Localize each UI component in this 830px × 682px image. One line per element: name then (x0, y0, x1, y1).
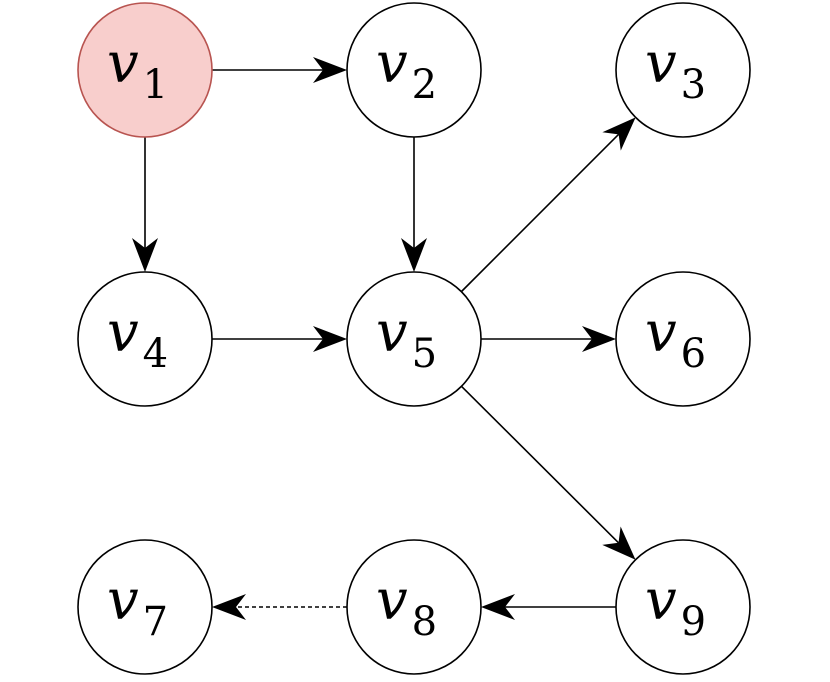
node-circle (77, 539, 213, 675)
node-variable: v (376, 31, 408, 96)
arrowhead-icon (313, 326, 347, 352)
arrowhead-icon (401, 238, 427, 272)
edge-v8-v7 (212, 594, 347, 620)
edge-line (460, 385, 620, 544)
node-variable: v (376, 300, 408, 365)
edge-v5-v3 (460, 117, 636, 293)
edge-v1-v4 (132, 137, 158, 272)
edge-v9-v8 (481, 594, 616, 620)
node-subscript: 1 (143, 62, 168, 108)
node-circle (615, 2, 751, 138)
node-circle (346, 2, 482, 138)
node-variable: v (107, 31, 139, 96)
arrowhead-icon (602, 526, 636, 560)
arrowhead-icon (582, 326, 616, 352)
node-circle (77, 2, 213, 138)
node-variable: v (376, 568, 408, 633)
node-circle (77, 271, 213, 407)
edge-v1-v2 (212, 57, 347, 83)
edge-v2-v5 (401, 137, 427, 272)
edge-v4-v5 (212, 326, 347, 352)
node-subscript: 2 (412, 62, 437, 108)
arrowhead-icon (212, 594, 246, 620)
node-subscript: 5 (412, 331, 437, 377)
node-subscript: 8 (412, 599, 437, 645)
node-circle (615, 539, 751, 675)
node-circle (346, 539, 482, 675)
node-variable: v (645, 568, 677, 633)
arrowhead-icon (132, 238, 158, 272)
node-variable: v (645, 300, 677, 365)
node-circle (346, 271, 482, 407)
edges-layer (132, 57, 636, 620)
node-circle (615, 271, 751, 407)
node-subscript: 9 (681, 599, 706, 645)
node-variable: v (107, 300, 139, 365)
edge-v5-v9 (460, 385, 636, 560)
arrowhead-icon (602, 117, 636, 151)
edge-v5-v6 (481, 326, 616, 352)
arrowhead-icon (313, 57, 347, 83)
node-subscript: 6 (681, 331, 706, 377)
edge-line (460, 133, 620, 293)
node-subscript: 7 (143, 599, 168, 645)
arrowhead-icon (481, 594, 515, 620)
node-variable: v (645, 31, 677, 96)
node-variable: v (107, 568, 139, 633)
node-subscript: 3 (681, 62, 706, 108)
node-subscript: 4 (143, 331, 168, 377)
